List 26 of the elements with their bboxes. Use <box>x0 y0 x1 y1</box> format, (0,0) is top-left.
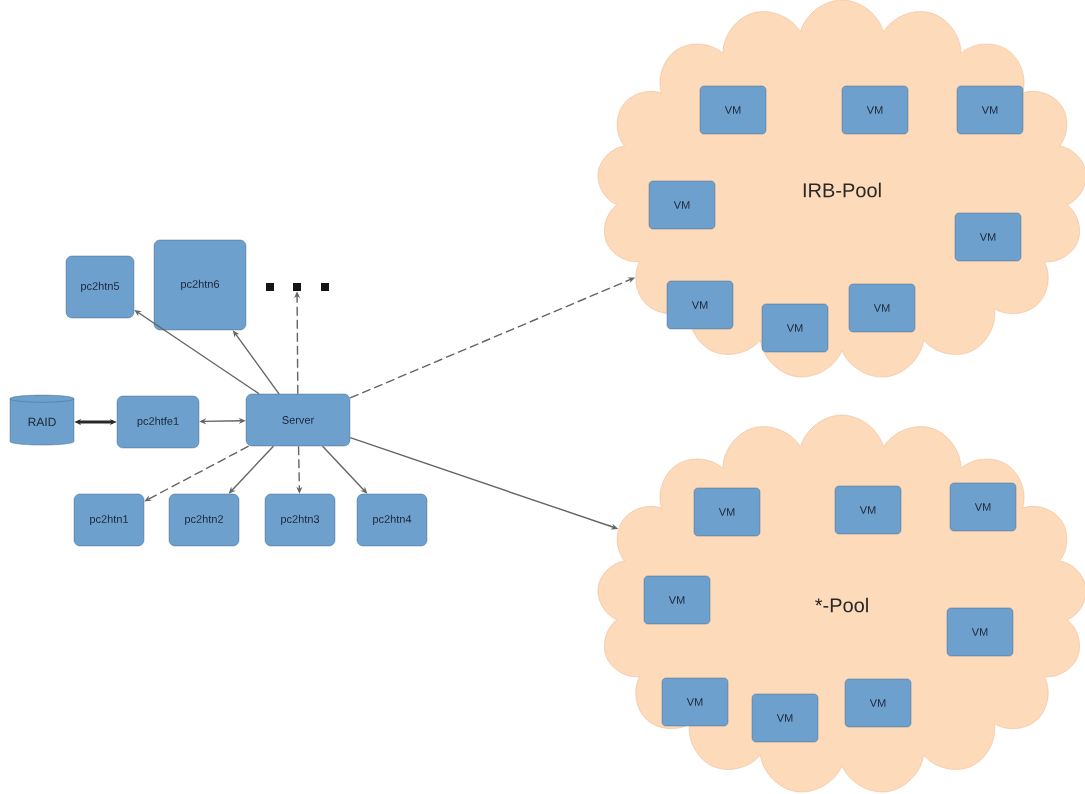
raid-cylinder: RAID <box>9 394 75 446</box>
vm-box: VM <box>661 677 729 727</box>
vm-box: VM <box>848 283 916 333</box>
vm-box: VM <box>954 212 1022 262</box>
arrow <box>144 445 250 502</box>
vm-box: VM <box>693 487 761 537</box>
vm-box: VM <box>751 693 819 743</box>
host-box: pc2htn2 <box>168 493 240 547</box>
host-box: pc2htn3 <box>264 493 336 547</box>
vm-box: VM <box>946 607 1014 657</box>
vm-box: VM <box>844 678 912 728</box>
vm-box: VM <box>956 85 1024 135</box>
vm-box: VM <box>699 85 767 135</box>
vm-box: VM <box>648 180 716 230</box>
host-box: Server <box>245 393 351 447</box>
host-box: pc2htfe1 <box>116 395 200 449</box>
host-box: pc2htn6 <box>153 239 247 331</box>
vm-box: VM <box>761 303 829 353</box>
host-box: pc2htn4 <box>356 493 428 547</box>
vm-box: VM <box>643 575 711 625</box>
host-box: pc2htn5 <box>65 255 135 319</box>
host-box: pc2htn1 <box>73 493 145 547</box>
vm-box: VM <box>834 485 902 535</box>
vm-box: VM <box>666 280 734 330</box>
vm-box: VM <box>949 482 1017 532</box>
vm-box: VM <box>841 85 909 135</box>
